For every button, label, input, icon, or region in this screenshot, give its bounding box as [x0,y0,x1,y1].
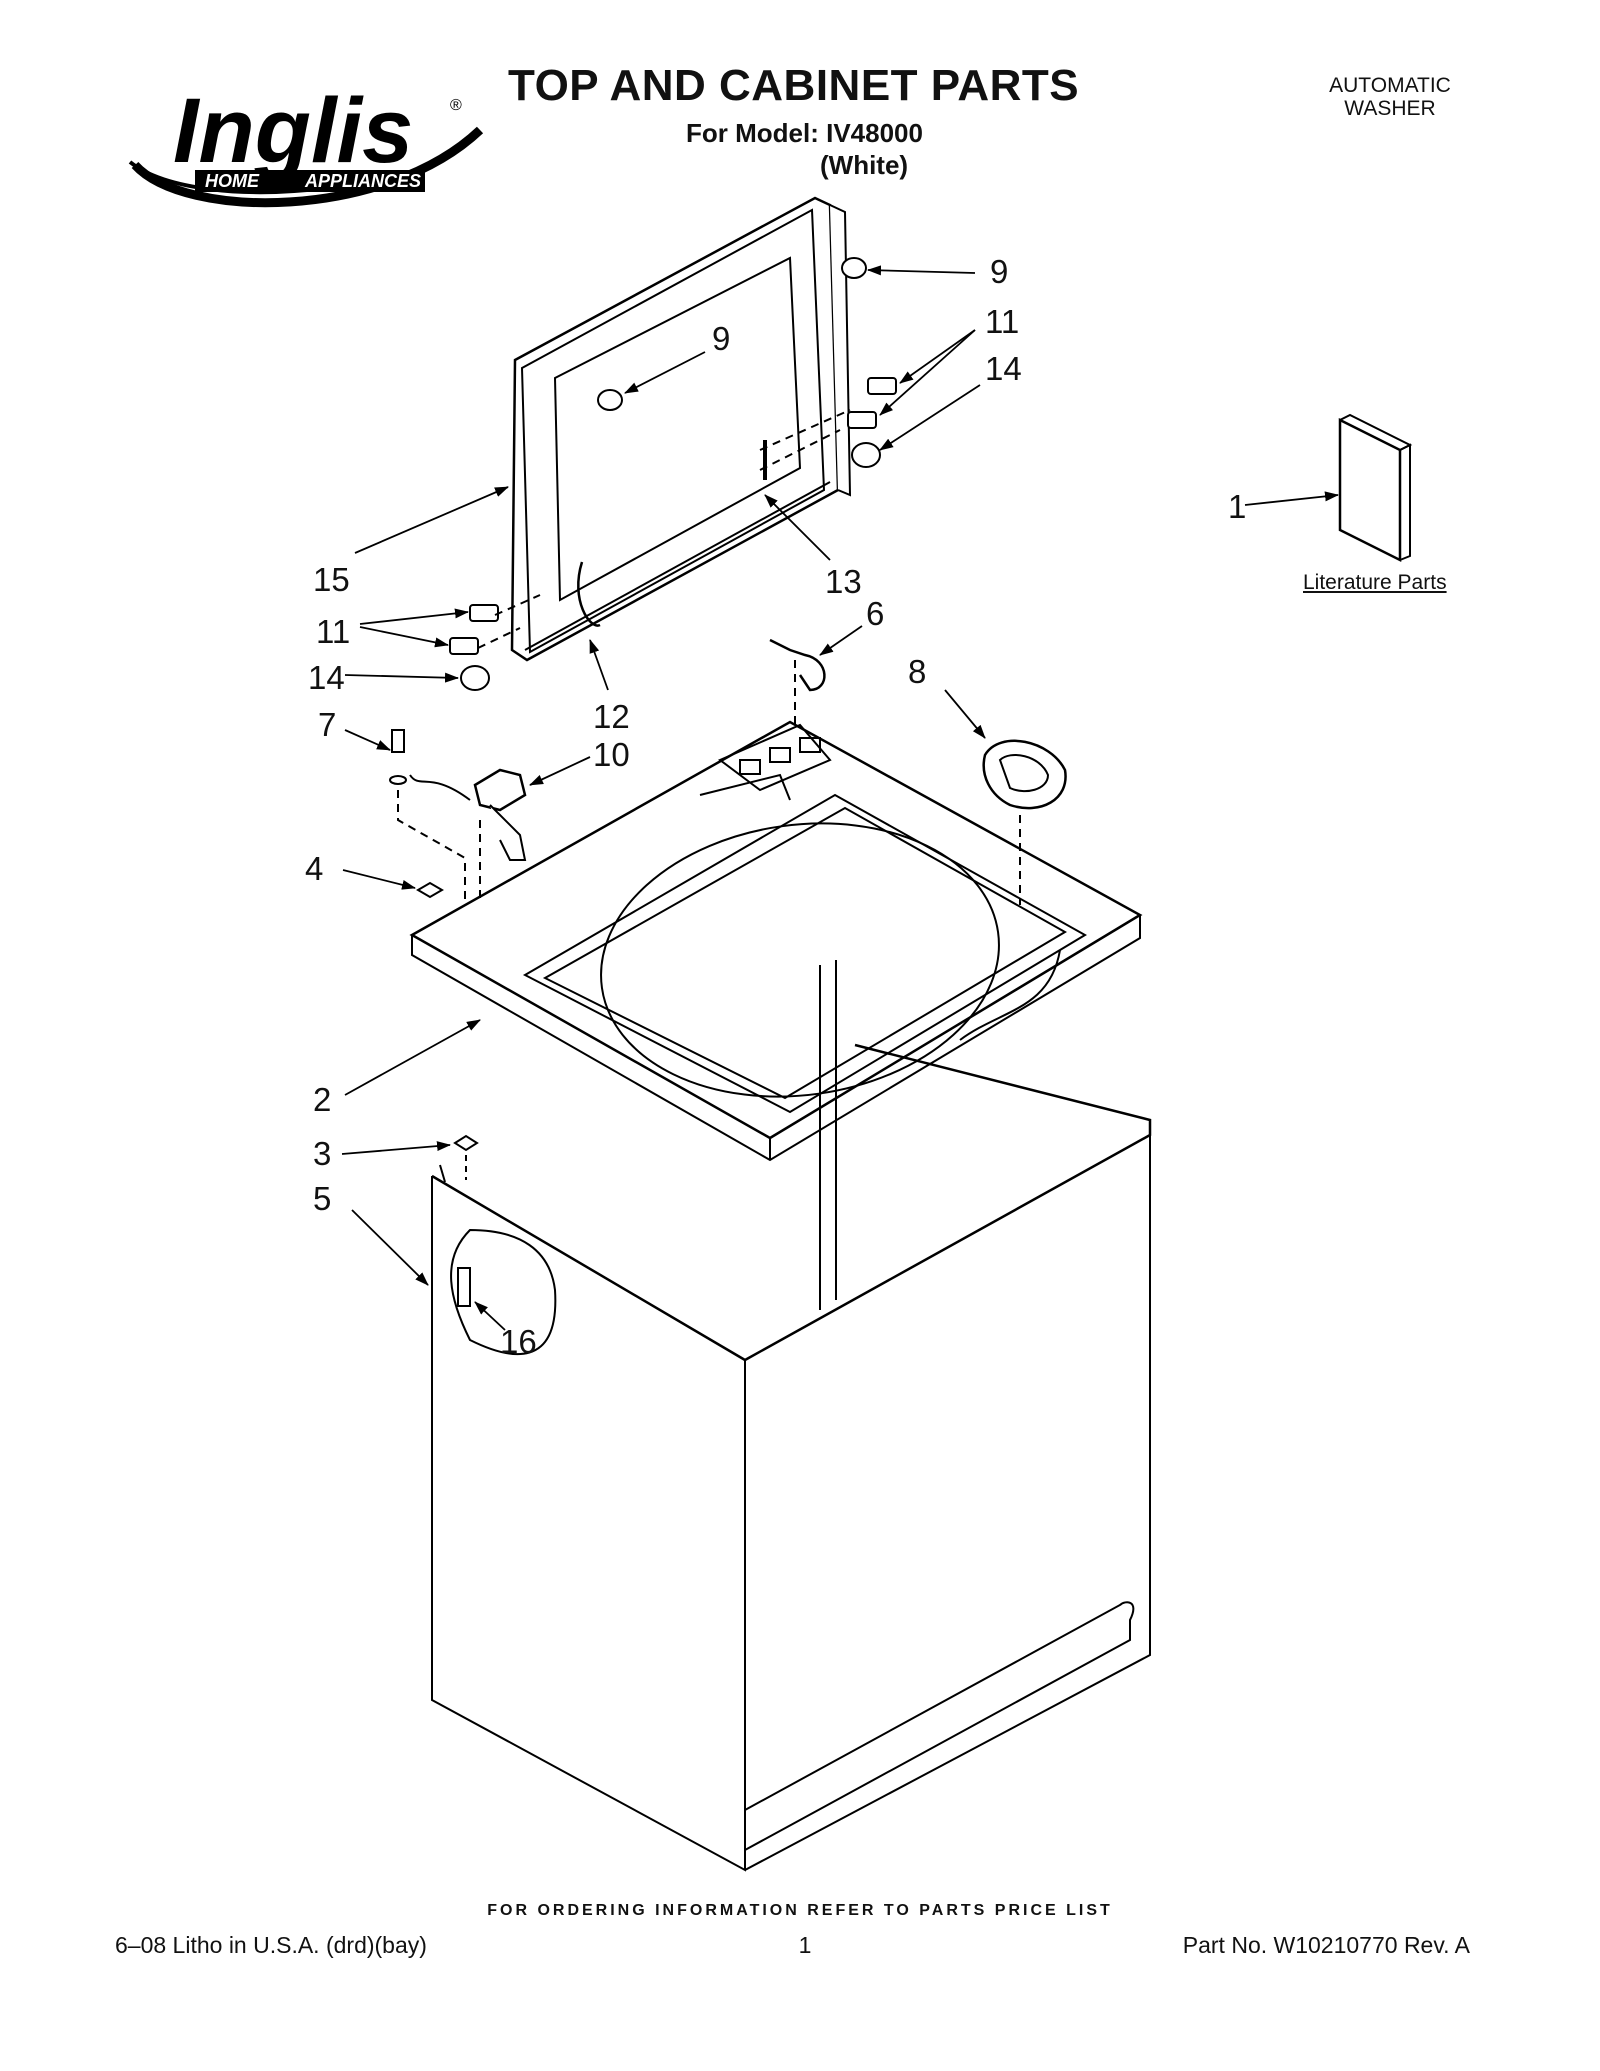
callout-14-left: 14 [308,659,345,696]
clip-part [769,638,826,692]
callout-13: 13 [825,563,862,600]
cabinet-part [431,960,1152,1872]
model-number: For Model: IV48000 [686,118,923,148]
clip-4-part [416,881,444,899]
bumper-lid-part [597,389,623,411]
machine-type: AUTOMATIC WASHER [1300,74,1480,120]
logo-wordmark: Inglis [173,80,413,182]
machine-type-line2: WASHER [1344,97,1436,121]
ordering-note: FOR ORDERING INFORMATION REFER TO PARTS … [487,1902,1113,1919]
lid-part [510,196,852,662]
literature-parts-label: Literature Parts [1303,571,1447,594]
clip-3-part [453,1134,479,1152]
logo-tagline-appliances: APPLIANCES [304,171,421,191]
registered-mark: ® [450,97,462,114]
callout-16: 16 [500,1323,537,1360]
callout-10: 10 [593,736,630,773]
logo-tagline-home: HOME [205,171,260,191]
callout-2: 2 [313,1081,332,1118]
lid-switch-part [409,768,527,900]
callout-11-right: 11 [985,303,1020,340]
hinge-left-parts [449,594,541,691]
ground-screw-part [389,729,466,900]
literature-part [1338,413,1413,563]
bumper-top-part [841,257,867,279]
hinge-right-parts [759,377,897,480]
screw-part [457,1267,471,1307]
callout-9-lid: 9 [712,320,731,357]
callout-8: 8 [908,653,927,690]
callout-12: 12 [593,698,630,735]
dispenser-part [982,739,1067,905]
callout-6: 6 [866,595,885,632]
litho-info: 6–08 Litho in U.S.A. (drd)(bay) [115,1932,427,1958]
model-color: (White) [820,150,909,180]
callout-11-left: 11 [316,613,351,650]
leader-arrows [341,265,1339,1331]
callout-7: 7 [318,706,337,743]
part-number: Part No. W10210770 Rev. A [1182,1932,1470,1958]
callout-4: 4 [305,850,324,887]
callout-9-top: 9 [990,253,1009,290]
callout-5: 5 [313,1180,332,1217]
page-number: 1 [798,1932,812,1958]
page-title: TOP AND CABINET PARTS [508,61,1080,110]
top-panel-part [409,720,1143,1162]
inglis-logo-graphic: Inglis ® HOME APPLIANCES [128,80,484,208]
callout-14-right: 14 [985,350,1022,387]
callout-15: 15 [313,561,350,598]
machine-type-line1: AUTOMATIC [1329,74,1451,97]
inglis-logo: Inglis ® HOME APPLIANCES [125,70,495,220]
callout-1: 1 [1228,488,1247,525]
callout-3: 3 [313,1135,332,1172]
